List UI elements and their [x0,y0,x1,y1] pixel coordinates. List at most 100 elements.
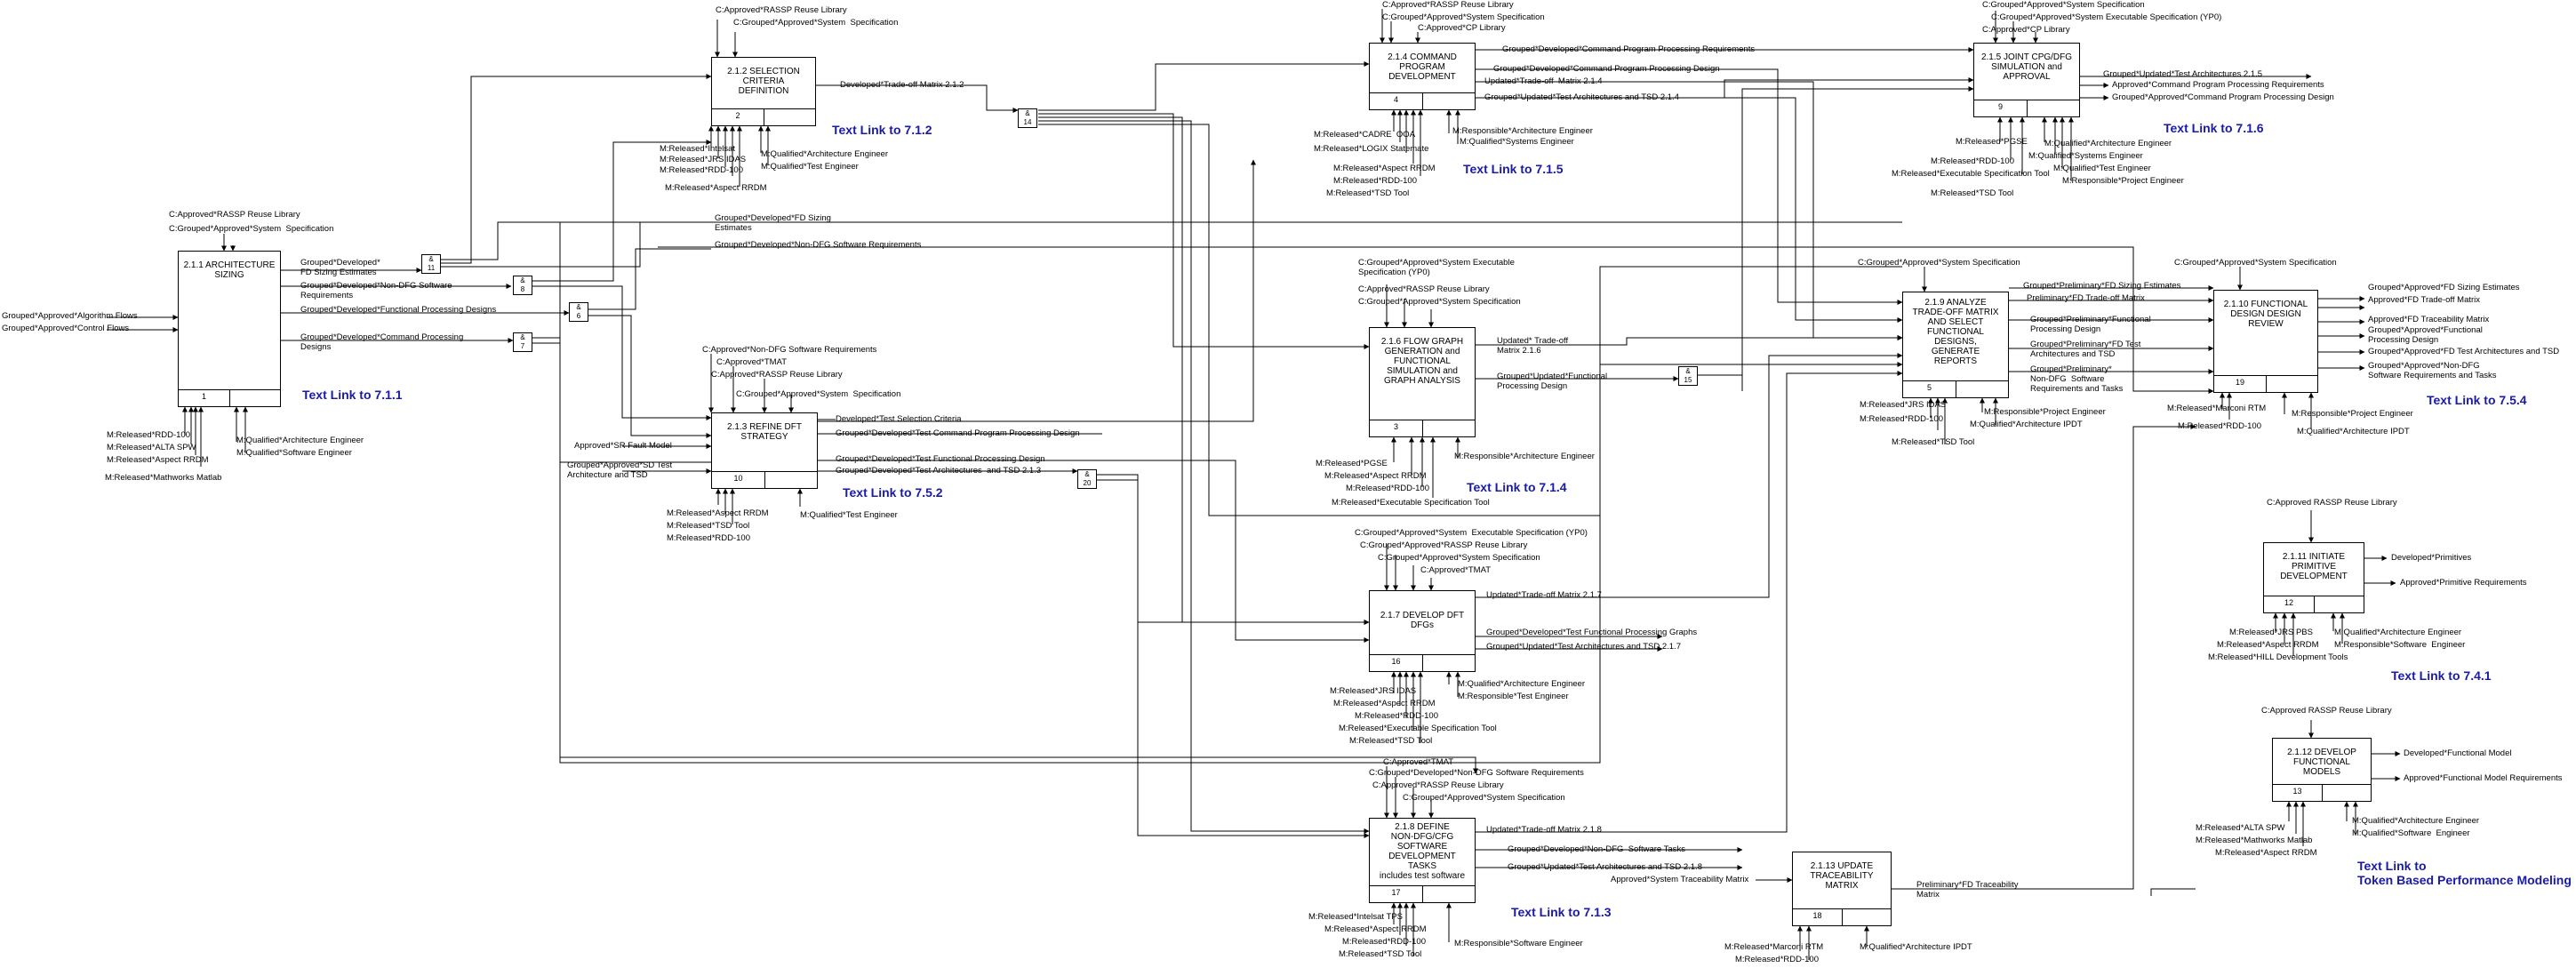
mechanism-label: M:Released*JRS IDAS [660,155,747,164]
activity-title: 2.1.8 DEFINE NON-DFG/CFG SOFTWARE DEVELO… [1379,822,1466,881]
mechanism-label: M:Qualified*Architecture IPDT [2297,427,2410,436]
activity-box-2-1-12[interactable]: 2.1.12 DEVELOP FUNCTIONAL MODELS 13 [2272,738,2372,802]
mechanism-label: M:Released*TSD Tool [667,521,750,531]
activity-title: 2.1.7 DEVELOP DFT DFGs [1380,611,1465,630]
activity-title: 2.1.13 UPDATE TRACEABILITY MATRIX [1810,861,1874,891]
text-link-7-5-2[interactable]: Text Link to 7.5.2 [843,485,943,500]
mechanism-label: M:Released*JRS PBS [2229,628,2313,637]
activity-number: 19 [2235,378,2244,387]
mechanism-label: M:Released*Aspect RRDM [1324,924,1427,934]
activity-number: 18 [1812,911,1822,920]
activity-footer: 19 [2214,375,2317,392]
text-link-7-4-1[interactable]: Text Link to 7.4.1 [2391,668,2492,683]
activity-box-2-1-11[interactable]: 2.1.11 INITIATE PRIMITIVE DEVELOPMENT 12 [2263,542,2364,613]
text-link-token-based-performance-modeling[interactable]: Text Link to Token Based Performance Mod… [2357,859,2572,887]
output-label: Developed*Trade-off Matrix 2.1.2 [840,80,964,90]
mechanism-label: M:Released*HILL Development Tools [2208,652,2348,662]
output-label: Grouped*Developed*Non-DFG Software Tasks [1508,844,1685,854]
activity-title: 2.1.2 SELECTION CRITERIA DEFINITION [727,67,800,96]
mechanism-label: M:Qualified*Test Engineer [761,162,859,172]
mechanism-label: M:Released*Aspect RRDM [107,455,209,465]
mechanism-label: M:Qualified*Test Engineer [2053,164,2151,173]
output-label: Grouped*Developed*Command Processing Des… [300,332,464,352]
control-label: C:Approved*CP Library [1982,25,2070,35]
mechanism-label: M:Released*Executable Specification Tool [1339,724,1497,733]
mechanism-label: M:Released*RDD-100 [667,533,750,543]
mechanism-label: M:Released*RDD-100 [1355,711,1438,721]
control-label: C:Grouped*Approved*System Specification [169,224,334,234]
activity-box-2-1-6[interactable]: 2.1.6 FLOW GRAPH GENERATION and FUNCTION… [1369,327,1476,437]
mechanism-label: M:Qualified*Software Engineer [2352,828,2470,838]
mechanism-label: M:Responsible*Project Engineer [2062,176,2184,186]
activity-box-2-1-10[interactable]: 2.1.10 FUNCTIONAL DESIGN DESIGN REVIEW 1… [2213,290,2318,393]
control-label: C:Grouped*Approved*System Specification [1403,793,1565,803]
footer-divider [1422,886,1423,902]
output-label: Grouped*Preliminary*FD Sizing Estimates [2023,281,2181,291]
mechanism-label: M:Released*Aspect RRDM [1333,164,1436,173]
text-link-7-1-3[interactable]: Text Link to 7.1.3 [1511,905,1612,919]
input-label: Grouped*Approved*Algorithm Flows [2,311,138,321]
text-link-7-1-1[interactable]: Text Link to 7.1.1 [302,388,403,402]
activity-footer: 2 [712,108,815,125]
output-label: Preliminary*FD Trade-off Matrix [2027,293,2145,303]
junction-11: & 11 [421,254,441,274]
activity-box-2-1-1[interactable]: 2.1.1 ARCHITECTURE SIZING 1 [178,251,281,407]
activity-box-2-1-9[interactable]: 2.1.9 ANALYZE TRADE-OFF MATRIX AND SELEC… [1902,292,2009,398]
activity-box-2-1-4[interactable]: 2.1.4 COMMAND PROGRAM DEVELOPMENT 4 [1369,43,1476,110]
output-label: Grouped*Approved*Command Program Process… [2112,92,2334,102]
output-label: Grouped*Updated*Test Architectures 2.1.5 [2103,69,2263,79]
footer-divider [229,390,230,406]
activity-title: 2.1.3 REFINE DFT STRATEGY [727,422,802,442]
input-label: Grouped*Approved*Control Flows [2,324,130,333]
mechanism-label: M:Released*Intelsat [660,144,736,154]
output-label: Grouped*Developed*Test Command Program P… [836,428,1080,438]
mechanism-label: M:Released*Executable Specification Tool [1332,498,1490,508]
text-link-7-1-4[interactable]: Text Link to 7.1.4 [1467,480,1567,494]
control-label: C:Grouped*Approved*System Specification [1358,297,1521,307]
activity-footer: 13 [2273,784,2371,801]
activity-box-2-1-2[interactable]: 2.1.2 SELECTION CRITERIA DEFINITION 2 [711,57,816,126]
activity-box-2-1-7[interactable]: 2.1.7 DEVELOP DFT DFGs 16 [1369,590,1476,672]
activity-box-2-1-5[interactable]: 2.1.5 JOINT CPG/DFG SIMULATION and APPRO… [1973,43,2080,117]
output-label: Approved*FD Trade-off Matrix [2368,295,2481,305]
output-label: Grouped*Updated*Test Architectures and T… [1484,92,1679,102]
output-label: Grouped*Updated*Test Architectures and T… [1486,642,1681,652]
mechanism-label: M:Qualified*Architecture Engineer [1458,679,1586,689]
mechanism-label: M:Released*RDD-100 [1342,937,1426,947]
activity-title: 2.1.9 ANALYZE TRADE-OFF MATRIX AND SELEC… [1912,298,1999,366]
output-label: Approved*Primitive Requirements [2400,578,2527,588]
output-label: Updated* Trade-off Matrix 2.1.6 [1497,336,1569,356]
output-label: Grouped*Approved*FD Test Architectures a… [2368,347,2560,356]
output-label: Updated*Trade-off Matrix 2.1.8 [1486,825,1602,835]
activity-footer: 16 [1370,654,1475,671]
mechanism-label: M:Released*RDD-100 [660,165,743,175]
output-label: Grouped*Developed*Command Program Proces… [1502,44,1756,54]
text-link-7-5-4[interactable]: Text Link to 7.5.4 [2427,393,2527,407]
activity-number: 5 [1926,383,1932,392]
mechanism-label: M:Released*TSD Tool [1349,736,1433,746]
control-label: C:Approved*TMAT [1383,757,1454,767]
output-label: Grouped*Developed* FD Sizing Estimates [300,258,380,277]
activity-box-2-1-3[interactable]: 2.1.3 REFINE DFT STRATEGY 10 [711,412,818,489]
output-label: Approved*Functional Model Requirements [2404,773,2563,783]
output-label: Grouped*Developed*Functional Processing … [300,305,497,315]
text-link-7-1-6[interactable]: Text Link to 7.1.6 [2164,121,2264,135]
mechanism-label: M:Released*RDD-100 [1931,156,2014,166]
text-link-7-1-5[interactable]: Text Link to 7.1.5 [1463,162,1564,176]
activity-number: 17 [1391,888,1401,897]
activity-box-2-1-8[interactable]: 2.1.8 DEFINE NON-DFG/CFG SOFTWARE DEVELO… [1369,818,1476,903]
text-link-7-1-2[interactable]: Text Link to 7.1.2 [832,123,932,137]
mechanism-label: M:Released*Aspect RRDM [667,508,769,518]
mechanism-label: M:Released*Marconi RTM [1724,942,1824,952]
input-label: Approved*System Traceability Matrix [1611,875,1749,884]
mechanism-label: M:Released*Aspect RRDM [2217,640,2319,650]
mechanism-label: M:Released*Executable Specification Tool [1892,169,2050,179]
output-label: Developed*Functional Model [2404,748,2512,758]
mechanism-label: M:Released*TSD Tool [1931,188,2014,198]
output-label: Grouped*Developed*Command Program Proces… [1493,64,1720,74]
activity-title: 2.1.12 DEVELOP FUNCTIONAL MODELS [2287,748,2356,777]
mechanism-label: M:Released*JRS IDAS [1330,686,1417,696]
activity-box-2-1-13[interactable]: 2.1.13 UPDATE TRACEABILITY MATRIX 18 [1792,852,1892,926]
output-label: Grouped*Developed*FD Sizing Estimates [715,213,831,233]
